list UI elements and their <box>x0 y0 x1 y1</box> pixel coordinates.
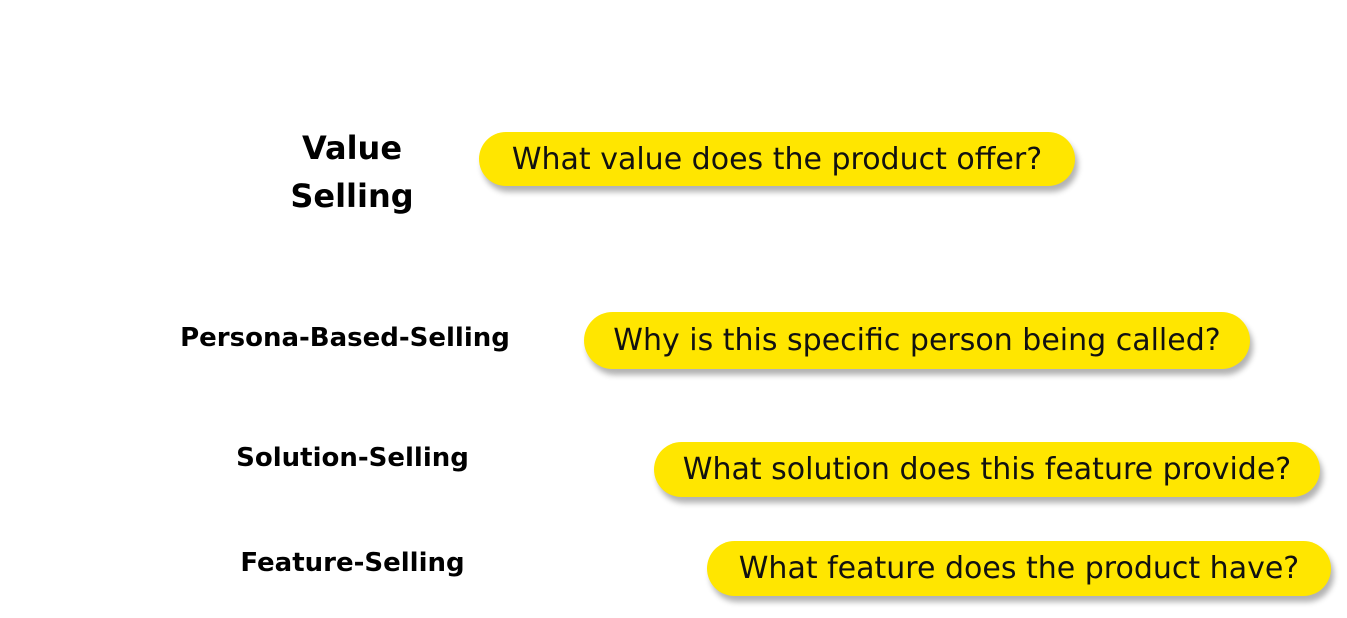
persona-based-selling-label: Persona-Based-Selling <box>180 323 510 353</box>
solution-selling-label: Solution-Selling <box>236 443 469 473</box>
value-selling-question: What value does the product offer? <box>479 132 1075 186</box>
value-selling-label-line1: Value <box>301 129 403 167</box>
feature-selling-label: Feature-Selling <box>240 548 465 578</box>
persona-based-selling-question: Why is this specific person being called… <box>584 312 1250 369</box>
value-selling-label: Value Selling <box>252 124 452 220</box>
value-selling-label-line2: Selling <box>290 177 414 215</box>
solution-selling-question: What solution does this feature provide? <box>654 442 1320 497</box>
feature-selling-question: What feature does the product have? <box>707 541 1331 596</box>
